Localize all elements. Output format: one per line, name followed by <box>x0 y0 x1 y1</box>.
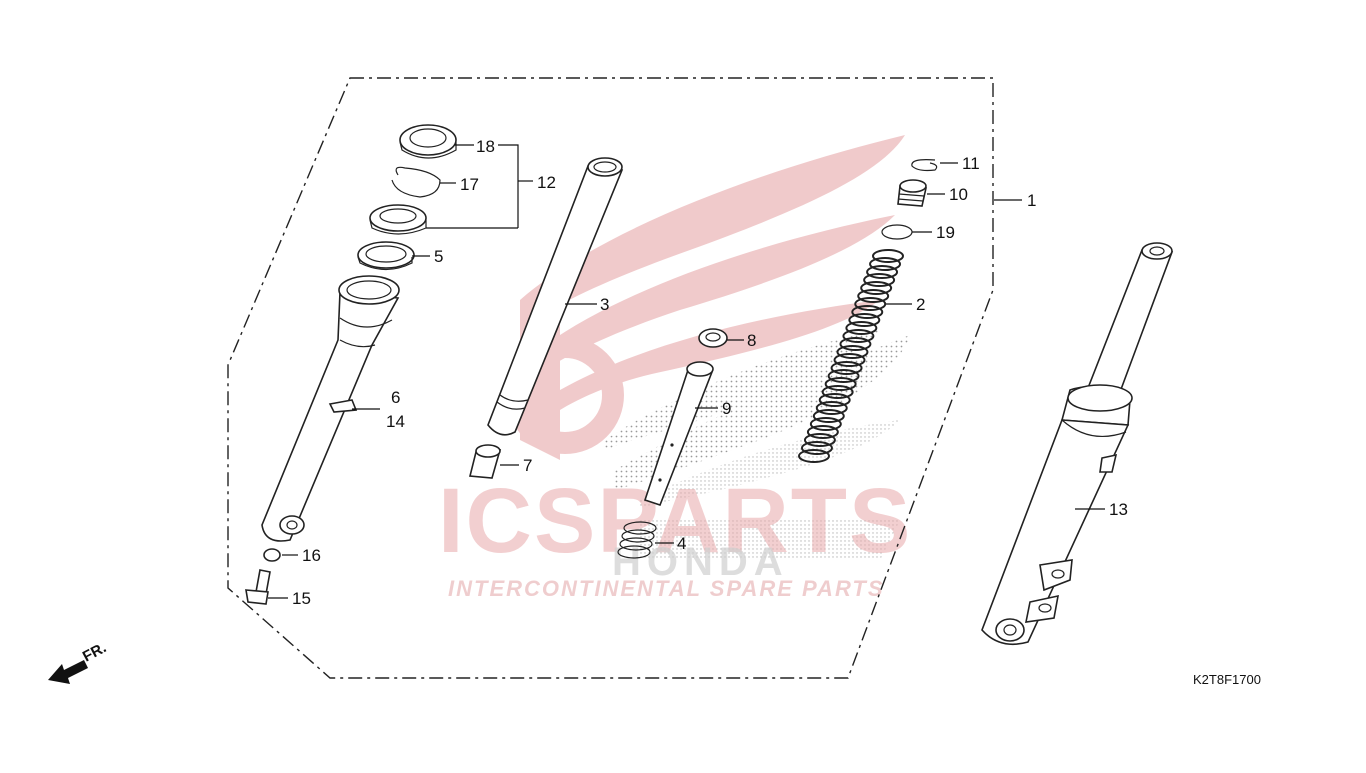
spring-coil <box>803 433 836 447</box>
spring-coil <box>869 257 902 271</box>
spring-coil <box>818 393 851 407</box>
assembly-boundary <box>227 77 994 679</box>
callout-1: 1 <box>1027 191 1036 210</box>
callout-4: 4 <box>677 534 686 553</box>
spring-coil <box>854 297 887 311</box>
clip-part <box>391 166 441 198</box>
diagram-code: K2T8F1700 <box>1193 672 1261 687</box>
watermark: ICSPARTS INTERCONTINENTAL SPARE PARTS HO… <box>438 135 912 601</box>
bush-part <box>468 444 502 479</box>
callout-6: 6 <box>391 388 400 407</box>
oil-seal-part <box>369 204 427 235</box>
spring-coil <box>851 305 884 319</box>
callout-13: 13 <box>1109 500 1128 519</box>
circlip-part <box>911 159 938 172</box>
leader-lines <box>268 144 1105 599</box>
callout-2: 2 <box>916 295 925 314</box>
spring-coil <box>809 417 842 431</box>
spring-coil <box>800 441 833 455</box>
callout-16: 16 <box>302 546 321 565</box>
spring-coil <box>872 249 904 263</box>
spring-coil <box>866 265 899 279</box>
spring-coil <box>848 313 881 327</box>
spring-coil <box>798 449 830 463</box>
left-fork-body <box>261 275 400 542</box>
callout-3: 3 <box>600 295 609 314</box>
spring-coil <box>836 345 869 359</box>
spring-coil <box>839 337 872 351</box>
damper-rod-part <box>643 361 714 506</box>
assembled-fork-part <box>981 242 1174 646</box>
fork-cap-part <box>897 179 927 207</box>
front-arrow-icon <box>48 660 88 684</box>
small-ring-part <box>698 328 728 348</box>
spring-coil <box>821 385 854 399</box>
callout-5: 5 <box>434 247 443 266</box>
watermark-brand: HONDA <box>612 540 789 584</box>
o-ring-part <box>881 224 913 240</box>
ring-part <box>357 241 415 271</box>
callout-labels: 18 17 12 5 6 14 16 15 3 7 8 9 4 11 10 19… <box>292 137 1128 608</box>
spring-coil <box>806 425 839 439</box>
watermark-subtitle: INTERCONTINENTAL SPARE PARTS <box>448 576 885 601</box>
callout-17: 17 <box>460 175 479 194</box>
spring-coil <box>857 289 890 303</box>
watermark-title: ICSPARTS <box>438 470 912 572</box>
spring-coil <box>824 377 857 391</box>
callout-8: 8 <box>747 331 756 350</box>
washer-part <box>263 548 281 562</box>
spring-coil <box>830 361 863 375</box>
spring-coil <box>842 329 875 343</box>
callout-15: 15 <box>292 589 311 608</box>
spring-coil <box>827 369 860 383</box>
dust-seal-part <box>399 124 457 159</box>
spring-coil <box>845 321 878 335</box>
front-direction-indicator: FR. <box>48 639 109 684</box>
callout-7: 7 <box>523 456 532 475</box>
spring-coil <box>833 353 866 367</box>
rebound-spring-part <box>617 521 657 559</box>
spring-coil <box>812 409 845 423</box>
callout-19: 19 <box>936 223 955 242</box>
callout-10: 10 <box>949 185 968 204</box>
bolt-part <box>245 569 271 605</box>
callout-9: 9 <box>722 399 731 418</box>
callout-12: 12 <box>537 173 556 192</box>
callout-18: 18 <box>476 137 495 156</box>
callout-14: 14 <box>386 412 405 431</box>
fork-pipe-part <box>487 157 624 436</box>
spring-coil <box>863 273 896 287</box>
spring-coil <box>815 401 848 415</box>
callout-11: 11 <box>962 154 980 173</box>
fork-spring-part <box>798 249 904 463</box>
spring-coil <box>860 281 893 295</box>
